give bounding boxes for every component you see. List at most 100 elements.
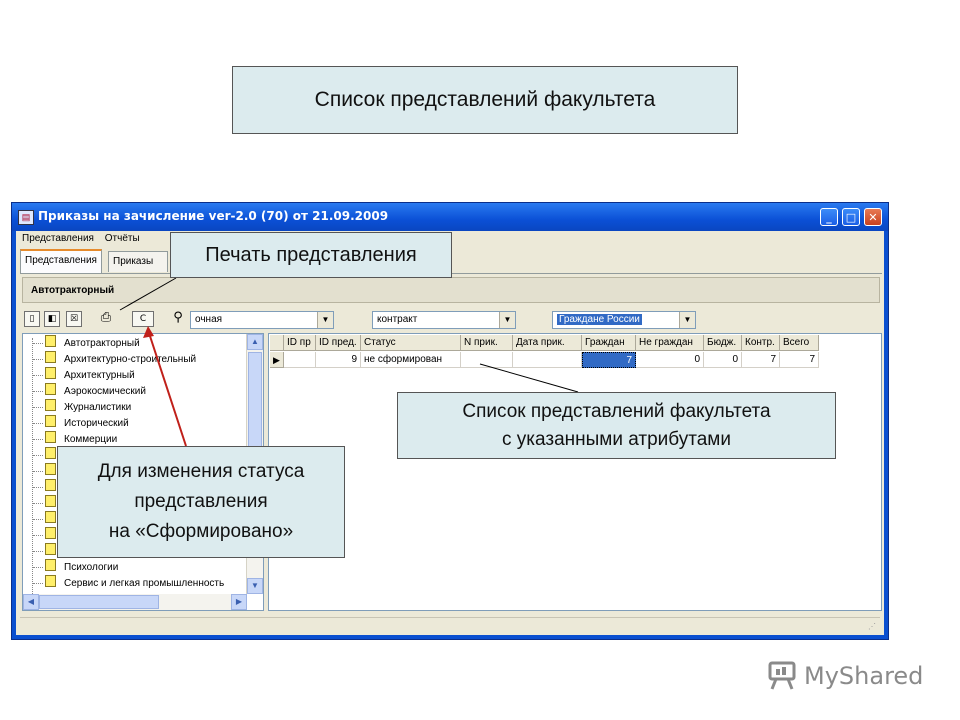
faculty-name-label: Автотракторный [31, 285, 115, 296]
tree-item[interactable] [33, 495, 64, 511]
column-header[interactable]: Не граждан [636, 335, 704, 351]
window-titlebar[interactable]: ▤ Приказы на зачисление ver-2.0 (70) от … [12, 203, 888, 231]
document-icon [45, 559, 56, 571]
document-icon [45, 399, 56, 411]
funding-basis-select[interactable]: контракт ▼ [372, 311, 516, 329]
document-icon [45, 527, 56, 539]
status-callout-line: Для изменения статуса [97, 461, 305, 482]
scroll-down-icon[interactable]: ▼ [247, 578, 263, 594]
toolbar: ▯ ◧ ☒ ⎙ С ⚲ очная ▼ контракт ▼ Граждане … [20, 307, 884, 333]
grid-cell[interactable]: 7 [742, 352, 780, 368]
document-icon [45, 543, 56, 555]
menu-item-predstavleniya[interactable]: Представления [22, 233, 94, 244]
column-header[interactable]: Контр. [742, 335, 780, 351]
column-header[interactable]: ID пред. [316, 335, 361, 351]
column-header[interactable]: N прик. [461, 335, 513, 351]
tab-prikazy[interactable]: Приказы [108, 251, 168, 272]
column-header[interactable]: Бюдж. [704, 335, 742, 351]
grid-corner [270, 335, 284, 351]
citizenship-select[interactable]: Граждане России ▼ [552, 311, 696, 329]
minimize-button[interactable]: _ [820, 208, 838, 226]
grid-cell-selected[interactable]: 7 [582, 352, 636, 368]
set-status-button[interactable]: С [132, 311, 154, 327]
tree-item[interactable]: Исторический [33, 415, 129, 431]
tree-item[interactable] [33, 479, 64, 495]
tree-guide-line [32, 338, 33, 610]
tree-item[interactable] [33, 463, 64, 479]
study-form-select[interactable]: очная ▼ [190, 311, 334, 329]
myshared-logo-icon [766, 661, 800, 691]
watermark-text: MyShared [804, 662, 924, 690]
menu-item-otchety[interactable]: Отчёты [104, 233, 140, 244]
column-header[interactable]: Всего [780, 335, 819, 351]
column-header[interactable]: Граждан [582, 335, 636, 351]
tree-item[interactable]: Аэрокосмический [33, 383, 146, 399]
grid-cell[interactable]: 0 [704, 352, 742, 368]
grid-cell[interactable]: не сформирован [361, 352, 461, 368]
window-title: Приказы на зачисление ver-2.0 (70) от 21… [38, 209, 389, 223]
document-icon [45, 575, 56, 587]
scroll-right-icon[interactable]: ▶ [231, 594, 247, 610]
close-button[interactable]: ✕ [864, 208, 882, 226]
delete-doc-icon[interactable]: ☒ [66, 311, 82, 327]
print-callout: Печать представления [170, 232, 452, 278]
submissions-grid[interactable]: ID пр ID пред. Статус N прик. Дата прик.… [268, 333, 882, 611]
tree-item[interactable]: Журналистики [33, 399, 131, 415]
column-header[interactable]: ID пр [284, 335, 316, 351]
document-icon [45, 463, 56, 475]
study-form-value: очная [195, 314, 223, 325]
search-icon[interactable]: ⚲ [173, 310, 183, 325]
document-icon [45, 351, 56, 363]
tree-item[interactable]: Сервис и легкая промышленность [33, 575, 224, 591]
document-icon [45, 335, 56, 347]
status-bar: ⋰ [20, 617, 880, 634]
tree-item[interactable]: Архитектурно-строительный [33, 351, 196, 367]
tree-item[interactable]: Архитектурный [33, 367, 135, 383]
grid-cell[interactable]: 9 [316, 352, 361, 368]
grid-cell[interactable] [461, 352, 513, 368]
resize-grip-icon[interactable]: ⋰ [868, 622, 876, 631]
grid-cell[interactable] [284, 352, 316, 368]
row-pointer-icon: ▶ [270, 352, 284, 368]
tree-item[interactable]: Психологии [33, 559, 118, 575]
chevron-down-icon[interactable]: ▼ [679, 312, 695, 328]
document-icon [45, 383, 56, 395]
print-pointer-line [119, 277, 177, 311]
list-pointer-line [479, 363, 579, 393]
scroll-up-icon[interactable]: ▲ [247, 334, 263, 350]
tree-horizontal-scrollbar[interactable]: ◀ ▶ [23, 594, 247, 610]
grid-cell[interactable]: 0 [636, 352, 704, 368]
new-doc-icon[interactable]: ▯ [24, 311, 40, 327]
document-icon [45, 415, 56, 427]
tree-item[interactable]: Коммерции [33, 431, 117, 447]
set-status-label: С [139, 314, 147, 324]
document-icon [45, 431, 56, 443]
maximize-button[interactable]: □ [842, 208, 860, 226]
arrowhead-icon [143, 326, 154, 338]
tab-predstavleniya[interactable]: Представления [20, 249, 102, 273]
slide-title-callout: Список представлений факультета [232, 66, 738, 134]
status-callout-line: на «Сформировано» [108, 521, 294, 542]
tree-item[interactable] [33, 527, 64, 543]
grid-cell[interactable]: 7 [780, 352, 819, 368]
app-window: ▤ Приказы на зачисление ver-2.0 (70) от … [11, 202, 889, 640]
open-doc-icon[interactable]: ◧ [44, 311, 60, 327]
scroll-left-icon[interactable]: ◀ [23, 594, 39, 610]
column-header[interactable]: Статус [361, 335, 461, 351]
watermark: MyShared [766, 656, 923, 696]
tree-item[interactable] [33, 447, 64, 463]
printer-icon[interactable]: ⎙ [100, 310, 112, 325]
tree-item[interactable] [33, 511, 64, 527]
tree-item[interactable]: Автотракторный [33, 335, 140, 351]
document-icon [45, 495, 56, 507]
chevron-down-icon[interactable]: ▼ [317, 312, 333, 328]
grid-cell[interactable] [513, 352, 582, 368]
column-header[interactable]: Дата прик. [513, 335, 582, 351]
document-icon [45, 511, 56, 523]
menu-bar: Представления Отчёты [16, 233, 142, 249]
document-icon [45, 447, 56, 459]
chevron-down-icon[interactable]: ▼ [499, 312, 515, 328]
scroll-thumb[interactable] [39, 595, 159, 609]
tree-item[interactable] [33, 543, 64, 559]
